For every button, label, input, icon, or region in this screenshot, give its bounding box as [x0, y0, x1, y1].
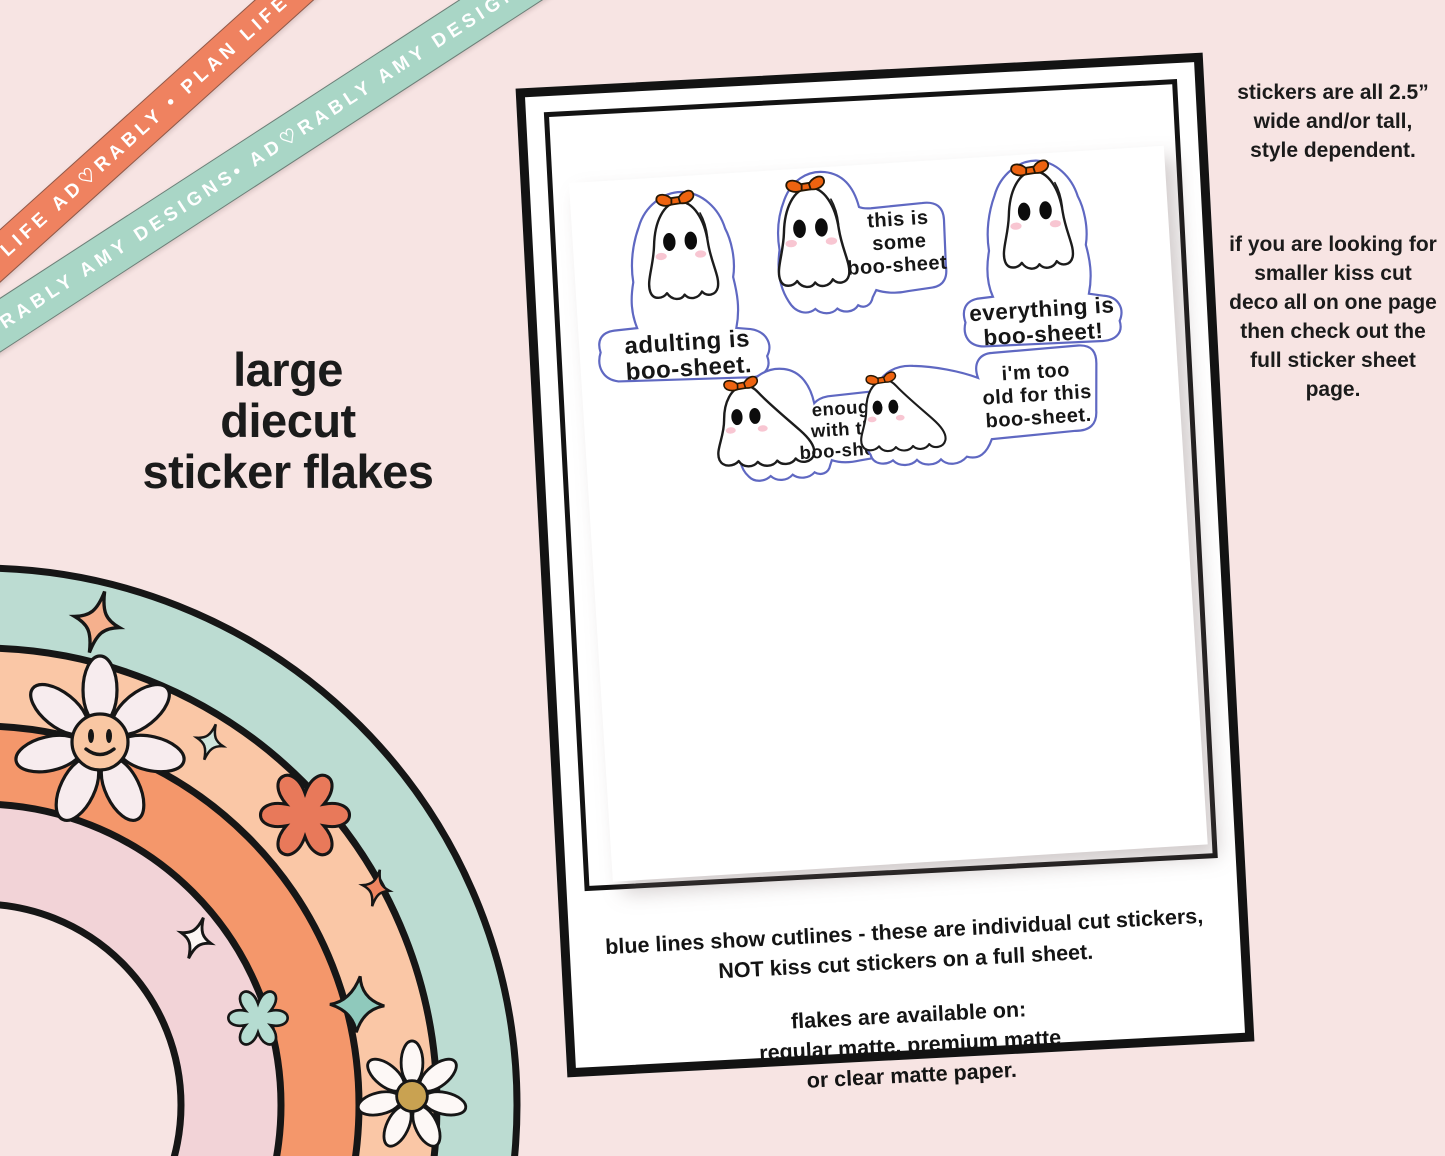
sticker-text-line: this is [867, 207, 930, 233]
cutline-note: blue lines show cutlines - these are ind… [569, 899, 1241, 994]
size-note: stickers are all 2.5” wide and/or tall, … [1228, 78, 1438, 165]
kiss-cut-note-line: smaller kiss cut [1254, 262, 1412, 285]
sticker-text-line: some [872, 230, 928, 255]
kiss-cut-note-line: page. [1305, 378, 1361, 401]
rainbow-art [0, 564, 521, 1156]
teal-star-icon [329, 975, 385, 1033]
sticker-text-line: i'm too [1001, 359, 1070, 385]
kiss-cut-note-line: if you are looking for [1229, 233, 1437, 256]
kiss-cut-note-line: full sticker sheet [1250, 349, 1416, 372]
title-line-2: diecut [220, 394, 356, 447]
title-line-3: sticker flakes [142, 445, 434, 498]
ghost-sticker-adulting: adulting is boo-sheet. [581, 178, 783, 395]
ghost-sticker-too-old: i'm too old for this boo-sheet. [838, 336, 1107, 478]
inner-frame: adulting is boo-sheet. this is some boo-… [543, 79, 1218, 892]
kiss-cut-note-line: deco all on one page [1229, 291, 1437, 314]
ghost-sticker-this-is-some: this is some boo-sheet! [747, 160, 952, 324]
size-note-line: style dependent. [1250, 139, 1416, 162]
gold-daisy-icon [354, 1039, 470, 1152]
kiss-cut-note: if you are looking for smaller kiss cut … [1228, 230, 1438, 404]
availability-note: flakes are available on: regular matte, … [573, 983, 1247, 1108]
product-frame: adulting is boo-sheet. this is some boo-… [515, 52, 1255, 1093]
title-line-1: large [233, 343, 343, 396]
size-note-line: stickers are all 2.5” [1237, 81, 1429, 104]
sticker-sheet: adulting is boo-sheet. this is some boo-… [568, 145, 1208, 882]
ghost-sticker-everything: everything is boo-sheet! [948, 149, 1128, 354]
ghost-sticker-enough: enough with the boo-sheet! [696, 354, 895, 488]
size-note-line: wide and/or tall, [1253, 110, 1413, 133]
page-title: large diecut sticker flakes [88, 344, 488, 497]
smiley-daisy-icon [10, 654, 190, 829]
kiss-cut-note-line: then check out the [1240, 320, 1426, 343]
